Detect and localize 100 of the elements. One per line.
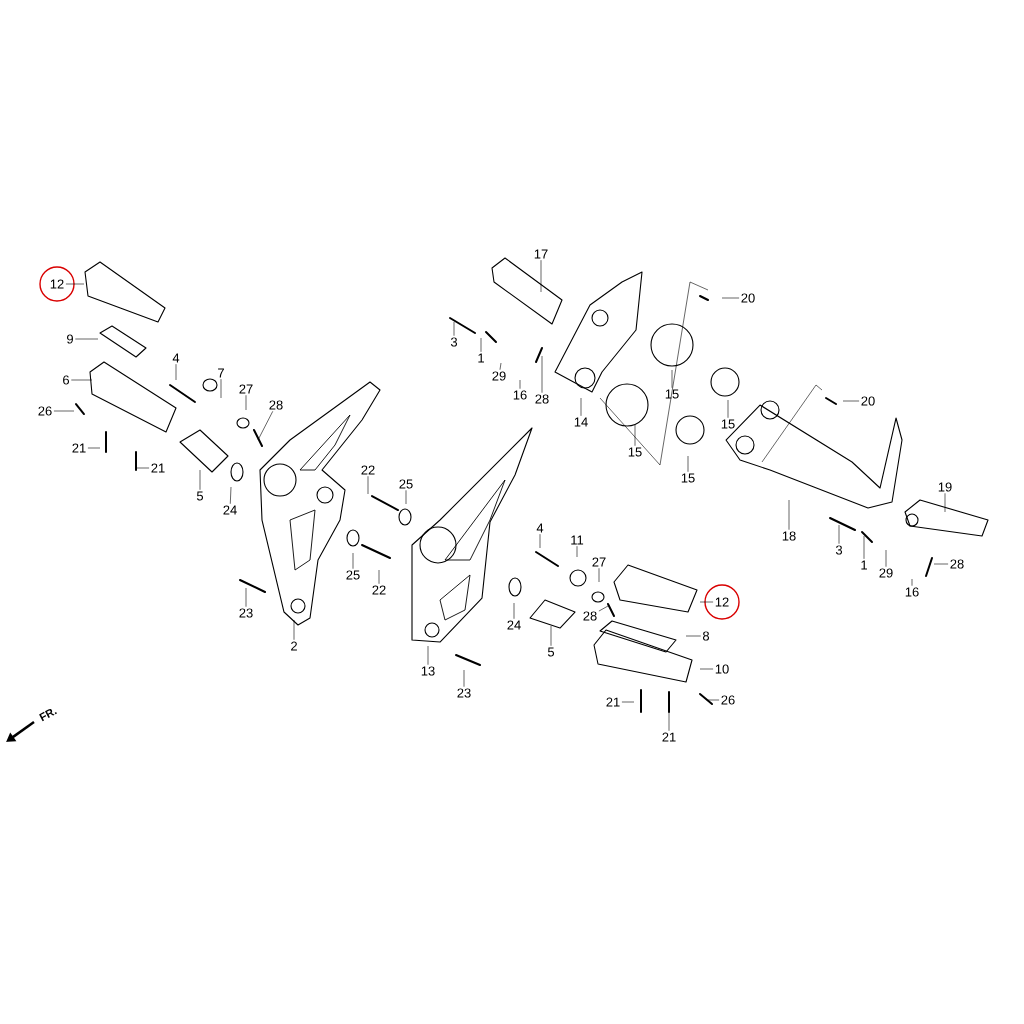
callout-number: 3: [835, 545, 843, 555]
leader-line: [621, 701, 635, 703]
callout-number: 10: [715, 664, 729, 674]
callout-number: 4: [172, 353, 180, 363]
callout-number: 7: [218, 368, 224, 378]
callout-number: 13: [421, 666, 435, 676]
callout-number: 3: [450, 337, 458, 347]
leader-line: [838, 524, 840, 545]
leader-line: [576, 545, 578, 558]
callout-number: 25: [399, 479, 413, 489]
callout-number: 5: [196, 491, 204, 501]
callout-number: 6: [63, 375, 70, 385]
leader-line: [634, 424, 636, 447]
callout-number: 27: [239, 384, 253, 394]
leader-line: [352, 552, 354, 570]
leader-line: [699, 668, 714, 670]
callout-number: 27: [592, 557, 606, 567]
leader-line: [499, 362, 502, 371]
leader-line: [245, 394, 247, 411]
callout-number: 12: [50, 279, 64, 289]
callout-number: 22: [372, 585, 386, 595]
leader-line: [53, 410, 75, 412]
leader-line: [842, 400, 860, 402]
callout-number: 15: [665, 389, 679, 399]
leader-line: [687, 455, 689, 473]
callout-number: 21: [151, 463, 165, 473]
leader-line: [453, 321, 455, 337]
leader-line: [199, 469, 201, 491]
callout-number: 21: [72, 443, 86, 453]
leader-line: [944, 493, 946, 513]
leader-line: [685, 635, 701, 637]
callout-number: 11: [571, 535, 584, 545]
callout-number: 29: [879, 568, 893, 578]
leader-line: [378, 569, 380, 585]
direction-label: FR.: [39, 709, 57, 722]
leader-line: [513, 602, 515, 620]
leader-line: [257, 411, 274, 441]
leader-line: [519, 379, 521, 390]
callout-number: 16: [905, 587, 919, 597]
callout-number: 19: [938, 482, 952, 492]
leader-line: [75, 338, 99, 340]
leader-line: [699, 601, 714, 603]
leader-line: [175, 363, 177, 381]
callout-number: 20: [741, 293, 755, 303]
callout-number: 28: [269, 400, 283, 410]
leader-line: [580, 397, 582, 417]
leader-line: [229, 486, 232, 505]
leader-line: [598, 605, 609, 612]
leader-line: [540, 259, 542, 293]
callout-number: 21: [606, 697, 620, 707]
leader-line: [668, 711, 670, 732]
callout-number: 18: [782, 531, 796, 541]
leader-line: [245, 587, 247, 608]
leader-line: [885, 549, 887, 568]
leader-line: [220, 378, 222, 399]
callout-number: 1: [861, 560, 867, 570]
leader-line: [367, 475, 369, 495]
callout-number: 17: [534, 249, 548, 259]
leader-line: [65, 283, 85, 285]
callout-number: 15: [628, 447, 642, 457]
callout-number: 21: [662, 732, 676, 742]
callout-number: 22: [361, 465, 375, 475]
leader-line: [598, 567, 600, 583]
leader-line: [788, 499, 790, 531]
callout-number: 24: [507, 620, 521, 630]
leader-line: [671, 369, 673, 389]
callout-number: 14: [574, 417, 588, 427]
callout-number: 20: [861, 396, 875, 406]
callout-number: 12: [715, 597, 729, 607]
leader-line: [541, 355, 543, 394]
callout-number: 1: [478, 353, 484, 363]
leader-line: [721, 297, 740, 299]
leader-line: [463, 669, 465, 688]
callout-number: 28: [583, 611, 597, 621]
leader-line: [293, 619, 295, 641]
leader-line: [480, 337, 482, 353]
callout-number: 2: [291, 641, 297, 651]
leader-line: [933, 563, 949, 565]
callout-number: 28: [950, 559, 964, 569]
callout-number: 23: [457, 688, 471, 698]
callout-number: 9: [67, 334, 73, 344]
leader-line: [727, 399, 729, 419]
callout-number: 16: [513, 390, 527, 400]
leader-line: [405, 490, 407, 505]
leader-line: [135, 467, 150, 469]
callout-number: 15: [681, 473, 695, 483]
callout-number: 24: [223, 505, 237, 515]
callout-number: 25: [346, 570, 360, 580]
leader-line: [863, 535, 865, 560]
callout-number: 15: [721, 419, 735, 429]
callout-number: 28: [535, 394, 549, 404]
callout-number: 8: [702, 631, 710, 641]
leader-line: [87, 447, 101, 449]
leader-line: [427, 645, 429, 666]
leader-line: [539, 533, 541, 549]
leader-line: [707, 699, 720, 701]
leader-line: [911, 578, 913, 587]
callout-number: 26: [38, 406, 52, 416]
callout-number: 23: [239, 608, 253, 618]
callout-number: 4: [536, 523, 544, 533]
